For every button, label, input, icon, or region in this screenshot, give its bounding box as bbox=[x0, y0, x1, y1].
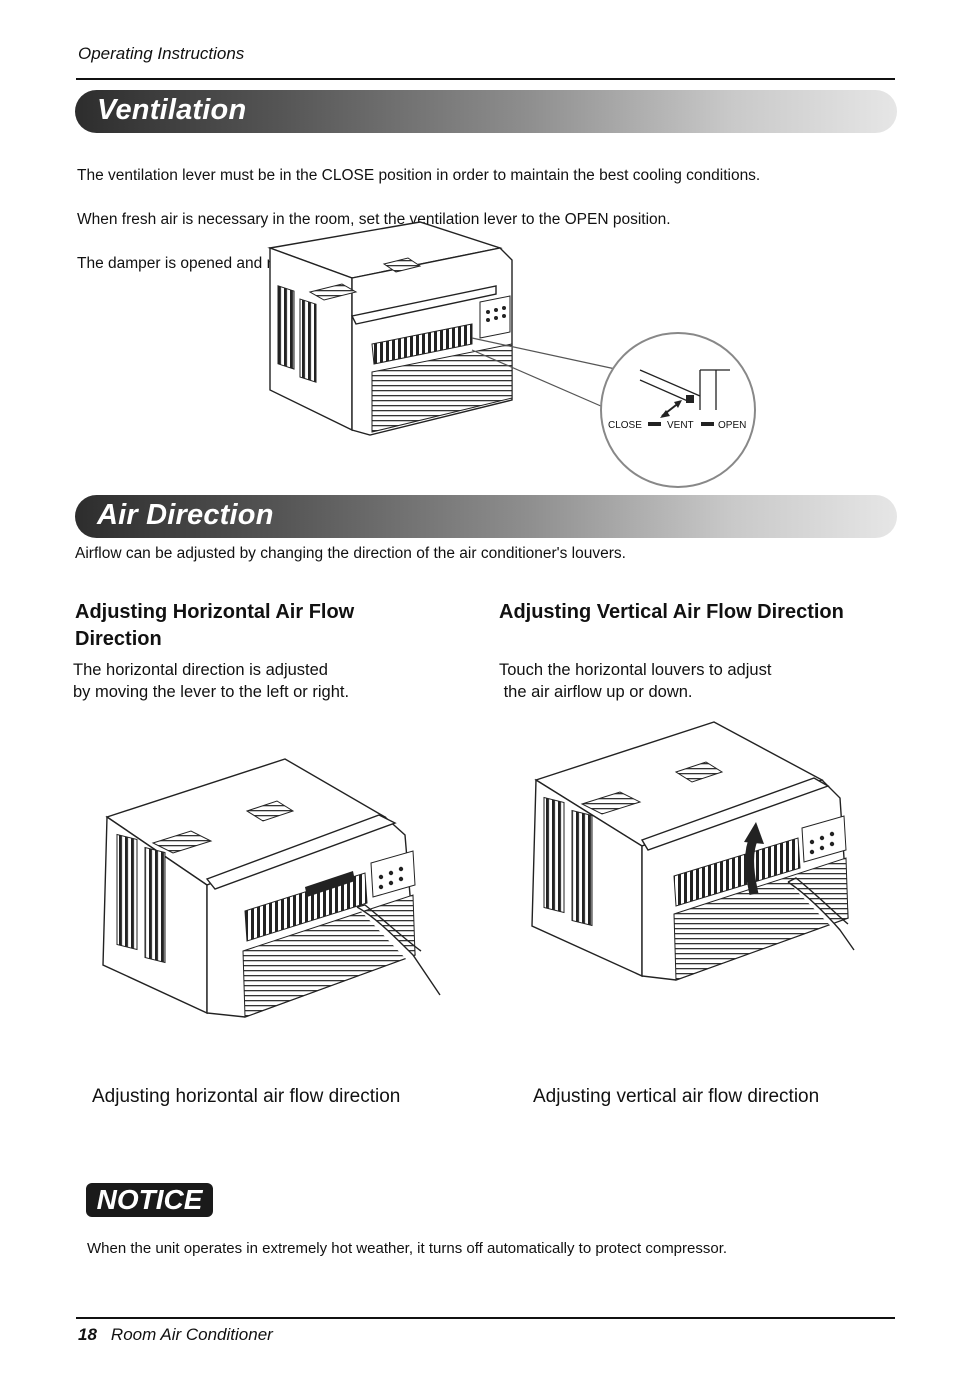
up-arrow-icon bbox=[745, 835, 759, 896]
horizontal-body-line-1: The horizontal direction is adjusted bbox=[73, 661, 328, 679]
footer: 18 Room Air Conditioner bbox=[78, 1325, 273, 1345]
ventilation-illustration: CLOSE VENT OPEN bbox=[267, 221, 756, 488]
open-label: OPEN bbox=[718, 420, 746, 431]
horizontal-caption: Adjusting horizontal air flow direction bbox=[92, 1086, 401, 1107]
vertical-caption: Adjusting vertical air flow direction bbox=[533, 1086, 820, 1107]
close-label: CLOSE bbox=[608, 420, 642, 431]
hand-icon bbox=[787, 881, 855, 951]
air-direction-intro: Airflow can be adjusted by changing the … bbox=[75, 545, 626, 562]
vent-label: VENT bbox=[667, 420, 694, 431]
detail-callout bbox=[600, 332, 756, 488]
notice-badge: NOTICE bbox=[86, 1183, 213, 1217]
horizontal-body: The horizontal direction is adjusted by … bbox=[73, 659, 349, 703]
vertical-body: Touch the horizontal louvers to adjust t… bbox=[499, 659, 771, 703]
running-head: Operating Instructions bbox=[78, 44, 245, 63]
air-direction-title: Air Direction bbox=[97, 499, 274, 531]
notice-text: When the unit operates in extremely hot … bbox=[87, 1240, 728, 1257]
vertical-body-line-1: Touch the horizontal louvers to adjust bbox=[499, 661, 772, 679]
vertical-illustration bbox=[531, 721, 855, 981]
horizontal-heading: Adjusting Horizontal Air Flow Direction bbox=[75, 599, 354, 653]
horizontal-illustration bbox=[102, 758, 441, 1018]
header-rule bbox=[76, 78, 895, 80]
air-direction-banner: Air Direction bbox=[75, 495, 897, 538]
horizontal-body-line-2: by moving the lever to the left or right… bbox=[73, 683, 350, 701]
ventilation-banner: Ventilation bbox=[75, 90, 897, 133]
vent-lever bbox=[686, 395, 694, 403]
footer-title: Room Air Conditioner bbox=[110, 1325, 273, 1344]
page-number: 18 bbox=[78, 1325, 97, 1344]
horizontal-heading-line-2: Direction bbox=[75, 628, 162, 650]
vertical-heading: Adjusting Vertical Air Flow Direction bbox=[499, 601, 844, 623]
hand-icon bbox=[356, 906, 441, 996]
vertical-body-line-2: the air airflow up or down. bbox=[499, 683, 693, 701]
notice-label: NOTICE bbox=[96, 1184, 203, 1215]
control-panel bbox=[479, 295, 511, 339]
footer-rule bbox=[76, 1317, 895, 1319]
ventilation-line-1: The ventilation lever must be in the CLO… bbox=[77, 167, 761, 184]
ventilation-title: Ventilation bbox=[97, 94, 247, 126]
horizontal-heading-line-1: Adjusting Horizontal Air Flow bbox=[75, 601, 355, 623]
